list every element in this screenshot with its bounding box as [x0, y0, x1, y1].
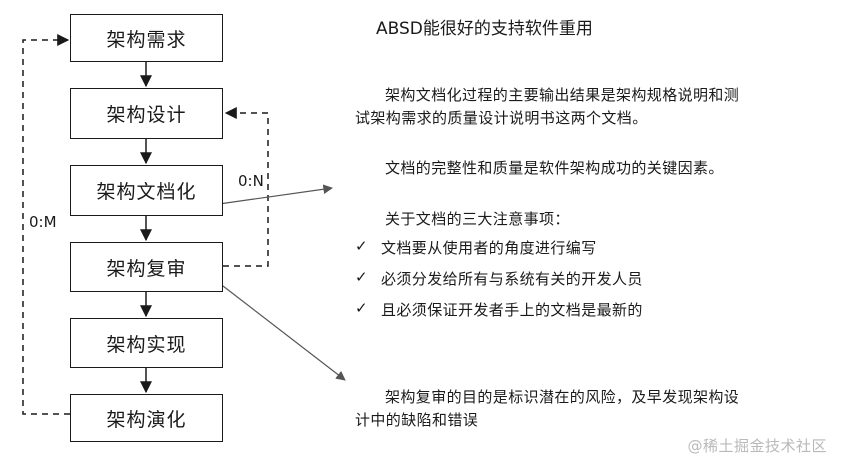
doc-quality-paragraph: 文档的完整性和质量是软件架构成功的关键因素。	[385, 159, 724, 177]
check-item: ✓ 文档要从使用者的角度进行编写	[355, 237, 643, 268]
doc-output-paragraph: 架构文档化过程的主要输出结果是架构规格说明和测试架构需求的质量设计说明书这两个文…	[355, 86, 740, 127]
step-label: 架构文档化	[96, 181, 197, 203]
check-item-text: 文档要从使用者的角度进行编写	[381, 239, 597, 257]
loop-label-outer: 0:M	[29, 213, 57, 231]
callout-review	[209, 275, 346, 381]
page-title: ABSD能很好的支持软件重用	[376, 19, 593, 39]
step-label: 架构设计	[106, 104, 187, 126]
checkmark-icon: ✓	[355, 268, 368, 286]
step-label: 架构需求	[106, 28, 187, 51]
check-item-text: 必须分发给所有与系统有关的开发人员	[381, 270, 643, 288]
check-item: ✓ 且必须保证开发者手上的文档是最新的	[355, 299, 643, 330]
checkmark-icon: ✓	[355, 299, 368, 317]
step-label: 架构实现	[106, 333, 187, 356]
loop-evolution-to-requirements	[22, 34, 70, 415]
step-label: 架构复审	[106, 257, 187, 280]
step-label: 架构演化	[106, 408, 187, 431]
step-documentation: 架构文档化	[70, 165, 223, 216]
check-item-text: 且必须保证开发者手上的文档是最新的	[381, 301, 643, 319]
callout-doc	[211, 184, 333, 206]
review-paragraph: 架构复审的目的是标识潜在的风险，及早发现架构设计中的缺陷和错误	[355, 388, 740, 429]
watermark: @稀土掘金技术社区	[687, 437, 827, 455]
loop-review-to-design	[223, 107, 269, 267]
step-review: 架构复审	[70, 242, 223, 292]
doc-checklist: ✓ 文档要从使用者的角度进行编写 ✓ 必须分发给所有与系统有关的开发人员 ✓ 且必须保…	[355, 237, 643, 330]
step-evolution: 架构演化	[70, 394, 223, 442]
doc-heading: 关于文档的三大注意事项：	[385, 210, 570, 228]
checkmark-icon: ✓	[355, 237, 368, 255]
check-item: ✓ 必须分发给所有与系统有关的开发人员	[355, 268, 643, 299]
step-implementation: 架构实现	[70, 318, 223, 368]
loop-label-inner: 0:N	[238, 172, 264, 190]
step-requirements: 架构需求	[70, 14, 223, 62]
step-design: 架构设计	[70, 88, 223, 139]
